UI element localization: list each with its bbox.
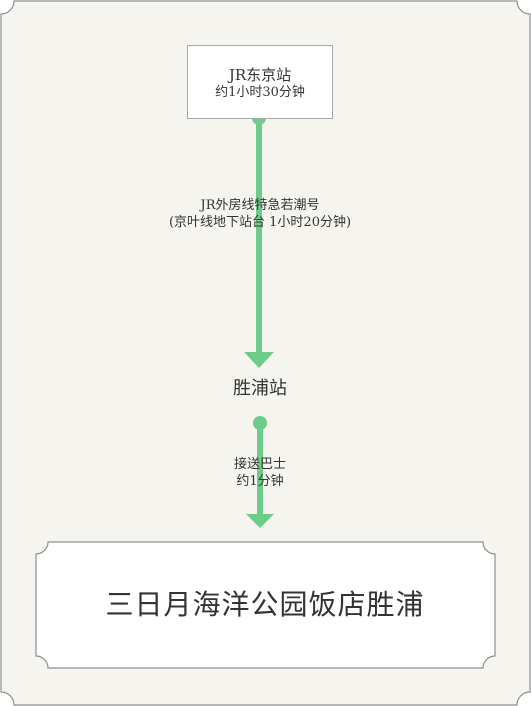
leg1-note: (京叶线地下站台 1小时20分钟) [168,215,352,230]
leg2-mode: 接送巴士 [233,457,286,472]
leg2-arrow-icon [246,514,274,528]
leg1-line [256,118,262,356]
start-station-box: JR东京站 约1小时30分钟 [187,45,333,119]
start-duration: 约1小时30分钟 [215,85,305,100]
transfer-station-name: 胜浦站 [233,378,287,399]
destination-name: 三日月海洋公园饭店胜浦 [105,588,425,621]
start-station-name: JR东京站 [228,66,292,84]
destination-box [35,541,496,669]
leg1-arrow-icon [244,352,274,368]
leg2-line [257,423,263,516]
leg1-label: JR外房线特急若潮号 (京叶线地下站台 1小时20分钟) [130,197,390,231]
leg1-line-name: JR外房线特急若潮号 [200,198,320,213]
leg2-label: 接送巴士 约1分钟 [200,456,320,490]
leg2-duration: 约1分钟 [236,474,284,489]
